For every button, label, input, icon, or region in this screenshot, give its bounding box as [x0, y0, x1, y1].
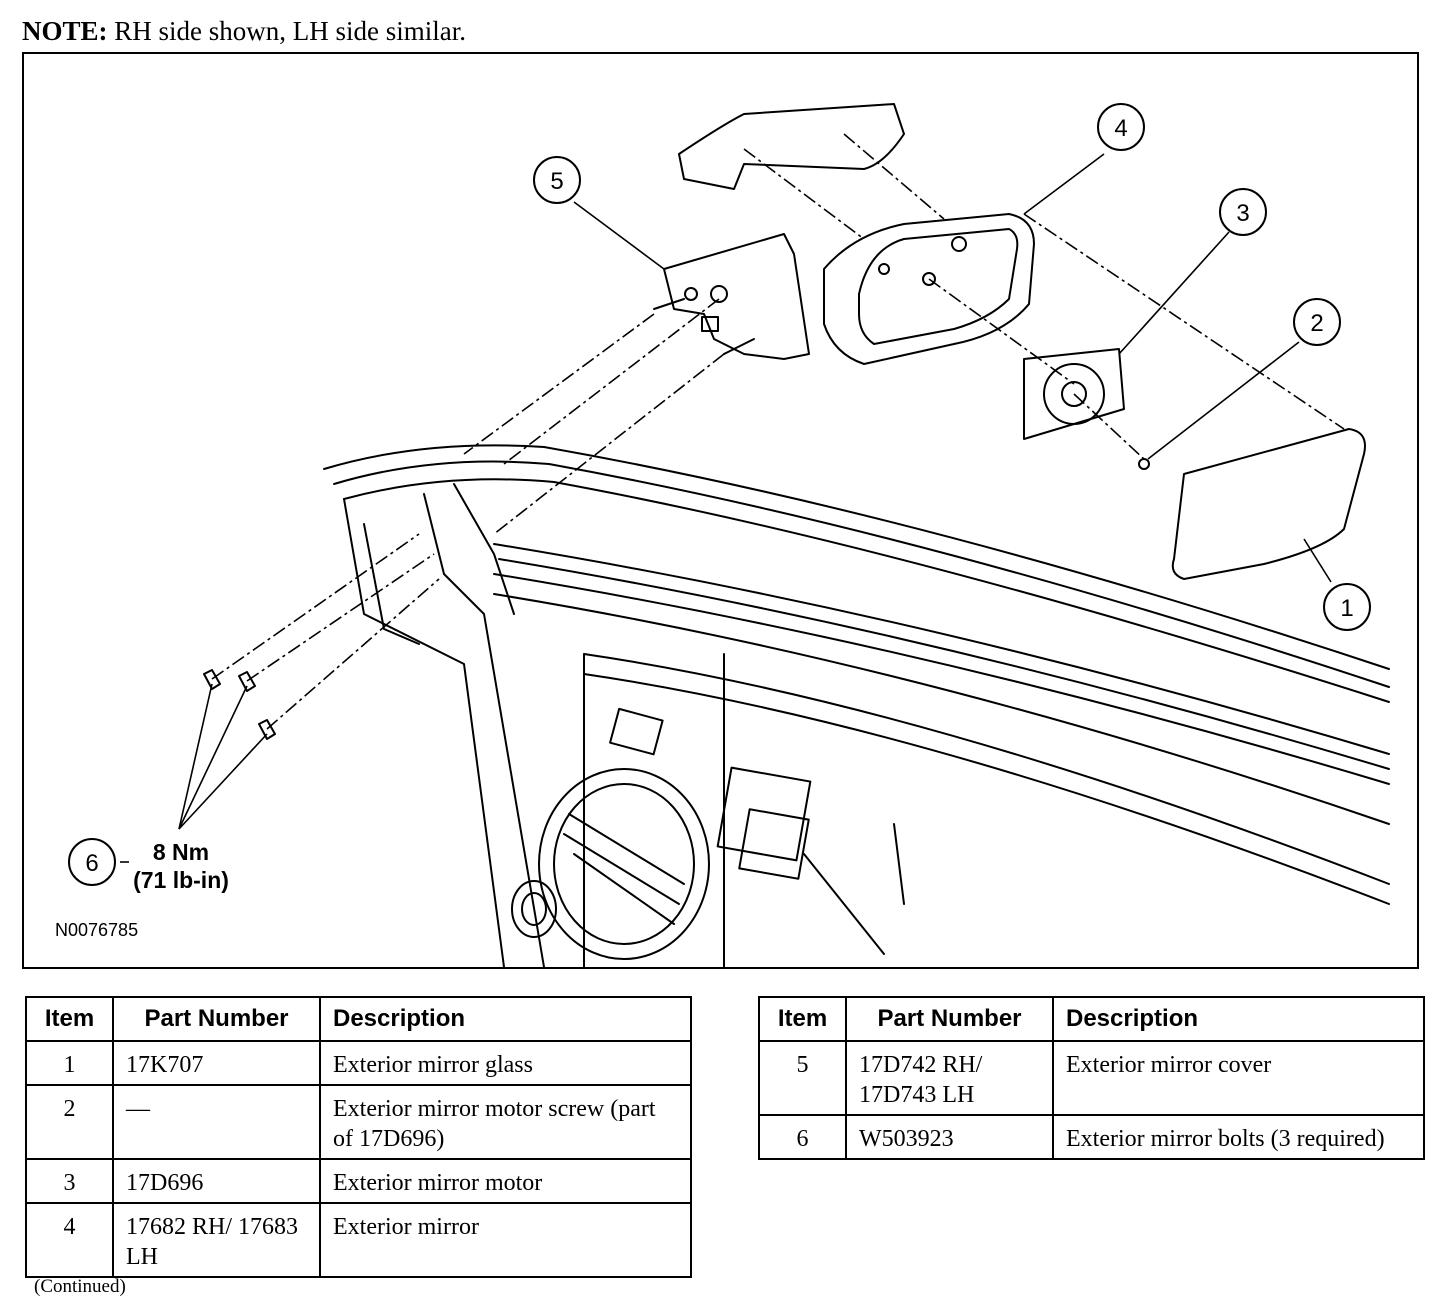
table-row: 5 17D742 RH/ 17D743 LH Exterior mirror c… — [758, 1040, 1425, 1116]
item-cell: 2 — [25, 1084, 114, 1160]
figure-id: N0076785 — [55, 920, 138, 940]
part-number-cell: W503923 — [845, 1114, 1054, 1160]
torque-imperial: (71 lb-in) — [133, 867, 229, 893]
motor-screw — [1138, 458, 1150, 470]
callout-4-circle — [1097, 103, 1145, 151]
note: NOTE: RH side shown, LH side similar. — [22, 14, 466, 48]
header-description: Description — [319, 996, 692, 1042]
continued-note: (Continued) — [34, 1276, 126, 1297]
item-cell: 6 — [758, 1114, 847, 1160]
header-part-number: Part Number — [112, 996, 321, 1042]
part-number-cell: 17K707 — [112, 1040, 321, 1086]
mirror-motor — [1023, 348, 1125, 440]
header-item: Item — [25, 996, 114, 1042]
callout-4: 4 — [1114, 115, 1127, 142]
callout-6-circle — [68, 838, 116, 886]
mirror-glass — [1171, 428, 1366, 580]
speaker-opening — [538, 768, 710, 960]
callout-3-circle — [1219, 188, 1267, 236]
parts-table-right: Item Part Number Description 5 17D742 RH… — [758, 996, 1425, 1160]
table-header-row: Item Part Number Description — [758, 996, 1425, 1042]
description-cell: Exterior mirror motor screw (part of 17D… — [319, 1084, 692, 1160]
mirror-cap-top — [678, 103, 905, 190]
callout-6: 6 — [85, 850, 98, 877]
part-number-cell: 17D696 — [112, 1158, 321, 1204]
description-cell: Exterior mirror bolts (3 required) — [1052, 1114, 1425, 1160]
table-row: 2 — Exterior mirror motor screw (part of… — [25, 1084, 692, 1160]
callout-5-circle — [533, 156, 581, 204]
exploded-view-drawing: 1 2 3 4 5 6 8 Nm (71 lb-in) N0076785 — [55, 103, 1390, 967]
table-row: 6 W503923 Exterior mirror bolts (3 requi… — [758, 1114, 1425, 1160]
callout-2-circle — [1293, 298, 1341, 346]
header-part-number: Part Number — [845, 996, 1054, 1042]
item-cell: 5 — [758, 1040, 847, 1116]
mirror-housing — [823, 213, 1035, 365]
callout-2: 2 — [1310, 310, 1323, 337]
note-text: RH side shown, LH side similar. — [114, 16, 467, 46]
header-item: Item — [758, 996, 847, 1042]
table-row: 1 17K707 Exterior mirror glass — [25, 1040, 692, 1086]
door-front-edge — [343, 498, 505, 967]
note-label: NOTE: — [22, 16, 108, 46]
torque-value: 8 Nm — [153, 839, 209, 865]
item-cell: 1 — [25, 1040, 114, 1086]
header-description: Description — [1052, 996, 1425, 1042]
table-row: 4 17682 RH/ 17683 LH Exterior mirror — [25, 1202, 692, 1278]
part-number-cell: — — [112, 1084, 321, 1160]
description-cell: Exterior mirror cover — [1052, 1040, 1425, 1116]
part-number-cell: 17D742 RH/ 17D743 LH — [845, 1040, 1054, 1116]
description-cell: Exterior mirror glass — [319, 1040, 692, 1086]
parts-table-left: Item Part Number Description 1 17K707 Ex… — [25, 996, 692, 1278]
callout-1: 1 — [1340, 595, 1353, 622]
callout-1-circle — [1323, 583, 1371, 631]
description-cell: Exterior mirror — [319, 1202, 692, 1278]
item-cell: 4 — [25, 1202, 114, 1278]
description-cell: Exterior mirror motor — [319, 1158, 692, 1204]
table-header-row: Item Part Number Description — [25, 996, 692, 1042]
mirror-bolts — [203, 669, 276, 740]
exploded-view-figure: 1 2 3 4 5 6 8 Nm (71 lb-in) N0076785 — [22, 52, 1419, 969]
part-number-cell: 17682 RH/ 17683 LH — [112, 1202, 321, 1278]
callout-5: 5 — [550, 168, 563, 195]
door-frame-inner-rail — [333, 460, 1390, 688]
item-cell: 3 — [25, 1158, 114, 1204]
table-row: 3 17D696 Exterior mirror motor — [25, 1158, 692, 1204]
callout-3: 3 — [1236, 200, 1249, 227]
mirror-cover-base — [663, 233, 810, 360]
door-frame-outer-rail — [323, 444, 1390, 670]
